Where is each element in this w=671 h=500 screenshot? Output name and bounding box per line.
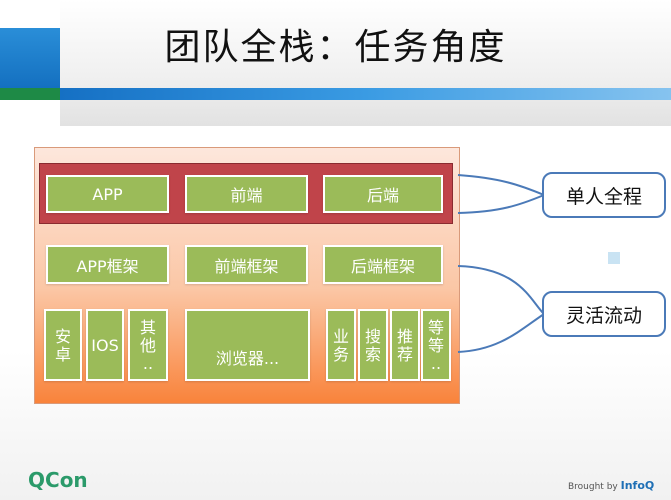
box-backend-framework: 后端框架	[323, 245, 443, 284]
box-frontend-framework: 前端框架	[185, 245, 308, 284]
connector-flexible-upper	[457, 265, 545, 315]
brought-by-text: Brought by	[568, 482, 618, 492]
header-blue-line	[60, 88, 671, 100]
slide-title: 团队全栈：任务角度	[164, 27, 507, 68]
box-android-line1: 安	[54, 327, 71, 346]
qcon-logo-rest: Con	[45, 468, 88, 492]
box-business-line1: 业	[332, 327, 349, 346]
box-etc-line3: ..	[430, 354, 442, 373]
qcon-logo-q: Q	[28, 468, 46, 492]
header-background	[60, 0, 671, 126]
box-business: 业 务	[326, 309, 356, 381]
box-other-line3: ..	[142, 354, 154, 373]
infoq-logo: InfoQ	[620, 479, 655, 492]
qcon-logo: QCon	[28, 468, 88, 492]
box-ios: IOS	[86, 309, 124, 381]
box-android-line2: 卓	[54, 345, 71, 364]
box-frontend: 前端	[185, 175, 308, 213]
box-android: 安 卓	[44, 309, 82, 381]
box-app: APP	[46, 175, 169, 213]
header-blue-block	[0, 28, 60, 88]
box-recommend-line2: 荐	[396, 345, 413, 364]
header-green-strip	[0, 88, 60, 100]
box-business-line2: 务	[332, 345, 349, 364]
box-backend: 后端	[323, 175, 443, 213]
box-other-line2: 他	[139, 336, 156, 355]
callout-flexible-flow: 灵活流动	[542, 291, 666, 337]
box-browser: 浏览器...	[185, 309, 310, 381]
connector-flexible-lower	[457, 313, 545, 353]
box-etc-line2: 等	[427, 336, 444, 355]
connector-single-upper	[457, 174, 545, 196]
box-search-line1: 搜	[364, 327, 381, 346]
box-recommend-line1: 推	[396, 327, 413, 346]
box-app-framework: APP框架	[46, 245, 169, 284]
box-search: 搜 索	[358, 309, 388, 381]
box-search-line2: 索	[364, 345, 381, 364]
box-ios-line1: IOS	[91, 336, 119, 355]
box-other-line1: 其	[139, 318, 156, 337]
box-etc: 等 等 ..	[421, 309, 451, 381]
callout-single-person: 单人全程	[542, 172, 666, 218]
connector-single-lower	[457, 194, 545, 214]
decorative-square	[608, 252, 620, 264]
brought-by-infoq: Brought by InfoQ	[568, 479, 654, 492]
box-other: 其 他 ..	[128, 309, 168, 381]
box-recommend: 推 荐	[390, 309, 420, 381]
box-etc-line1: 等	[427, 318, 444, 337]
